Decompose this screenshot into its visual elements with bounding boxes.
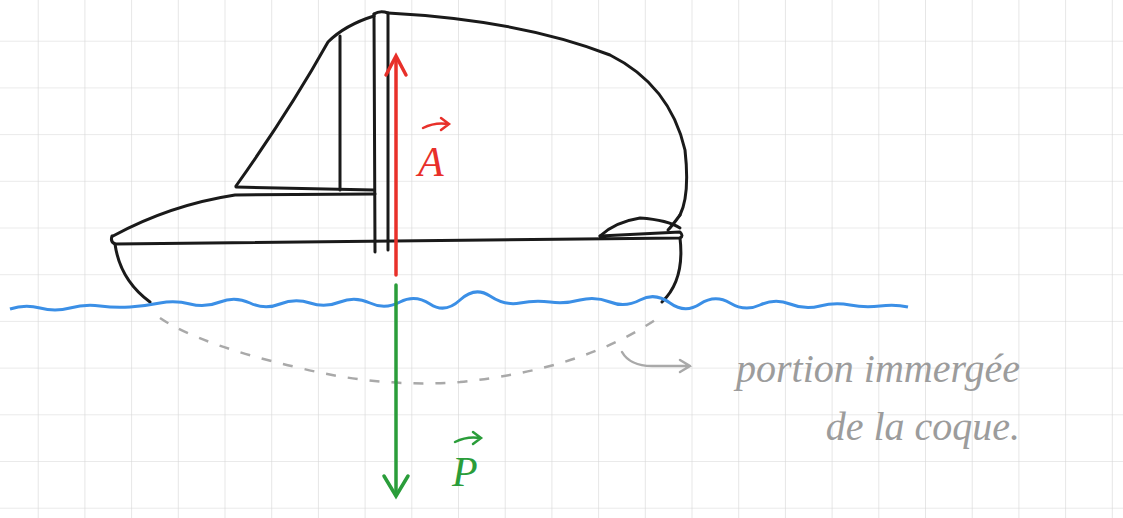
force-label: A [418, 138, 444, 186]
water-surface [10, 292, 908, 310]
immersed-hull-outline [160, 318, 655, 383]
callout-note: portion immergée de la coque. [700, 340, 1020, 456]
force-vector-p [384, 285, 481, 496]
boat-drawing [111, 12, 686, 302]
force-label: P [452, 448, 478, 496]
callout-arrow [622, 352, 690, 372]
force-vector-a [386, 56, 449, 275]
